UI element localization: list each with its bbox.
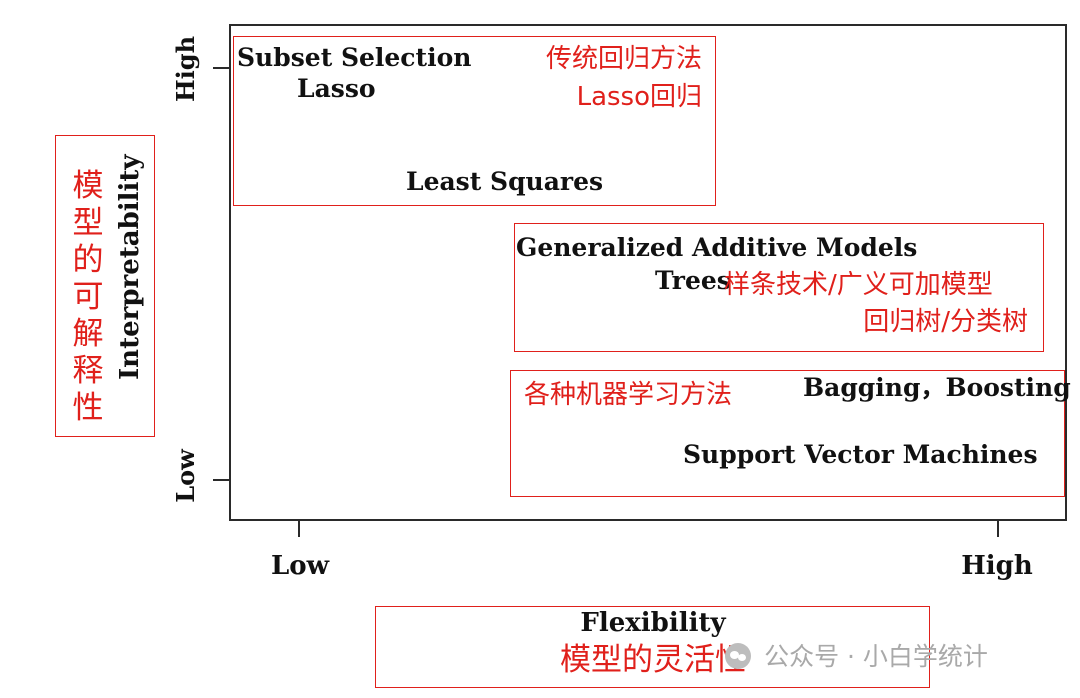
method-gam: Generalized Additive Models	[516, 233, 918, 262]
region-ml-box	[510, 370, 1065, 497]
y-axis-cn-box	[55, 135, 155, 437]
annotation-spline: 样条技术/广义可加模型	[724, 270, 993, 300]
x-tick-label-high: High	[961, 551, 1033, 581]
y-tick-label-low: Low	[171, 449, 200, 503]
y-axis-cn-label: 模型的可解释性	[72, 168, 104, 426]
plot-frame	[229, 24, 1067, 521]
watermark-text: 公众号 · 小白学统计	[764, 641, 988, 671]
method-subset-selection: Subset Selection	[237, 43, 472, 72]
method-least-squares: Least Squares	[406, 167, 604, 196]
x-axis-cn-label: 模型的灵活性	[560, 642, 746, 678]
wechat-icon	[725, 643, 751, 669]
method-trees: Trees	[655, 266, 731, 295]
x-axis-cn-box	[375, 606, 930, 688]
region-gam-box	[514, 223, 1044, 352]
annotation-tree-cn: 回归树/分类树	[863, 307, 1028, 337]
annotation-traditional: 传统回归方法	[545, 44, 702, 74]
x-tick-low	[298, 521, 300, 537]
watermark: 公众号 · 小白学统计	[725, 643, 988, 669]
x-tick-label-low: Low	[270, 551, 330, 581]
annotation-ml: 各种机器学习方法	[524, 380, 733, 410]
region-traditional-box	[233, 36, 716, 206]
y-tick-high	[213, 67, 229, 69]
method-bagging-boosting: Bagging，Boosting	[803, 373, 1071, 402]
y-tick-low	[213, 479, 229, 481]
method-svm: Support Vector Machines	[683, 440, 1038, 469]
method-lasso: Lasso	[297, 74, 376, 103]
x-axis-title: Flexibility	[580, 608, 726, 638]
x-tick-high	[997, 521, 999, 537]
annotation-lasso-cn: Lasso回归	[576, 82, 702, 112]
y-tick-label-high: High	[171, 35, 200, 102]
